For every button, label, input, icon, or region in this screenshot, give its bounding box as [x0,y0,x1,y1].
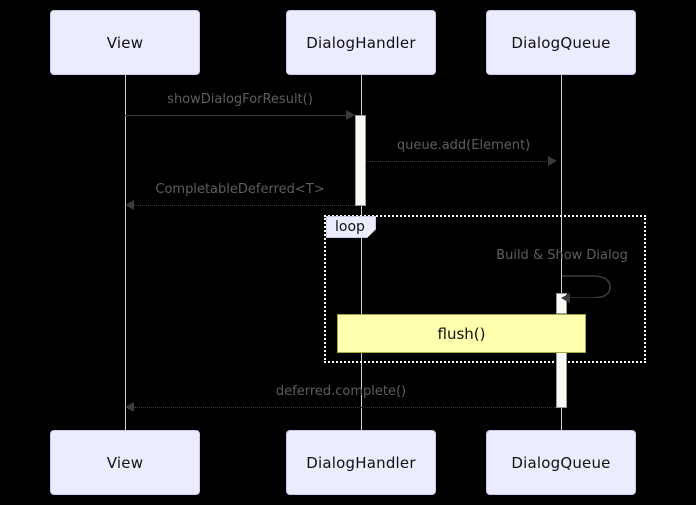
participant-label: DialogHandler [306,33,416,52]
message-selfloop-build-show-dialog [562,275,611,298]
lifeline-dialoghandler [361,75,362,431]
participant-view-bottom[interactable]: View [50,430,200,495]
participant-dialoghandler-bottom[interactable]: DialogHandler [286,430,436,495]
message-line-deferred-complete [134,407,556,408]
message-arrowhead-deferred-complete [125,402,134,412]
message-arrowhead-queue-add [548,156,557,166]
participant-label: View [106,453,144,472]
participant-dialogqueue-bottom[interactable]: DialogQueue [486,430,636,495]
loop-fragment-label: loop [335,219,365,235]
activation-dialoghandler [355,115,366,206]
message-label-deferred-complete: deferred.complete() [275,384,407,399]
message-line-queue-add [366,161,549,162]
message-label-showdialogforresult: showDialogForResult() [167,92,313,107]
lifeline-dialogqueue [561,75,562,431]
message-arrowhead-build-show-dialog [561,293,570,303]
message-line-showdialogforresult [125,115,348,116]
message-label-completabledeferred: CompletableDeferred<T> [155,182,325,197]
message-label-queue-add: queue.add(Element) [396,138,531,153]
message-line-completabledeferred [134,205,355,206]
loop-fragment-frame [324,215,646,363]
participant-label: DialogHandler [306,453,416,472]
note-label: flush() [437,324,486,343]
message-label-build-show-dialog: Build & Show Dialog [496,248,628,263]
participant-dialoghandler-top[interactable]: DialogHandler [286,10,436,75]
activation-dialogqueue [556,352,567,408]
participant-label: View [106,33,144,52]
participant-label: DialogQueue [511,453,611,472]
participant-view-top[interactable]: View [50,10,200,75]
message-arrowhead-completabledeferred [125,200,134,210]
participant-label: DialogQueue [511,33,611,52]
participant-dialogqueue-top[interactable]: DialogQueue [486,10,636,75]
message-arrowhead-showdialogforresult [346,110,355,120]
loop-fragment-tab: loop [326,216,376,238]
lifeline-view [125,75,126,431]
note-flush: flush() [337,314,586,353]
